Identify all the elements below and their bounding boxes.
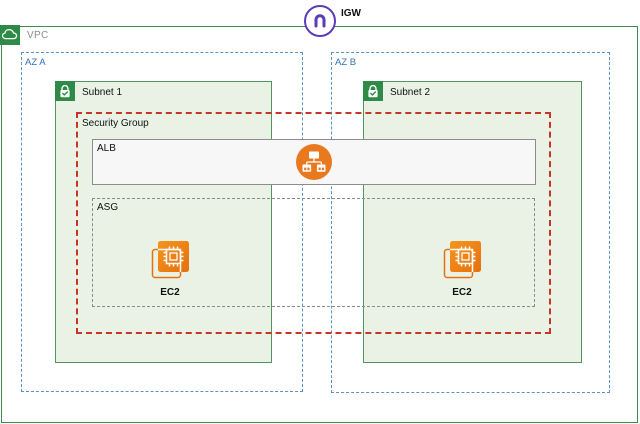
az-a-box: AZ A	[21, 52, 303, 392]
subnet-1-box: Subnet 1	[55, 81, 272, 363]
igw-label: IGW	[341, 8, 361, 19]
az-b-box: AZ B	[331, 52, 610, 393]
asg-label: ASG	[97, 202, 119, 213]
az-b-label: AZ B	[335, 57, 357, 68]
lock-check-icon	[60, 84, 70, 98]
internet-gateway-arch-icon	[314, 14, 326, 28]
ec2-instance-left	[149, 239, 191, 281]
ec2-right-label: EC2	[452, 287, 472, 298]
az-a-label: AZ A	[25, 57, 46, 68]
ec2-chip-icon	[151, 241, 189, 279]
load-balancer-icon	[296, 144, 332, 180]
security-group-box: Security Group	[76, 112, 551, 334]
igw-icon	[304, 5, 336, 37]
subnet-2-icon-badge	[363, 81, 383, 101]
alb-box: ALB	[92, 139, 536, 185]
ec2-chip-icon	[443, 241, 481, 279]
alb-icon	[296, 144, 332, 180]
subnet-2-label: Subnet 2	[390, 87, 431, 98]
subnet-1-icon-badge	[55, 81, 75, 101]
cloud-icon	[1, 28, 18, 40]
ec2-left-label: EC2	[160, 287, 180, 298]
asg-box: ASG	[92, 198, 535, 307]
lock-check-icon	[368, 84, 378, 98]
subnet-2-box: Subnet 2	[363, 81, 582, 363]
vpc-icon-badge	[0, 25, 20, 45]
alb-label: ALB	[97, 143, 116, 154]
security-group-label: Security Group	[82, 118, 149, 129]
ec2-instance-right	[441, 239, 483, 281]
vpc-label: VPC	[27, 30, 49, 41]
subnet-1-label: Subnet 1	[82, 87, 123, 98]
